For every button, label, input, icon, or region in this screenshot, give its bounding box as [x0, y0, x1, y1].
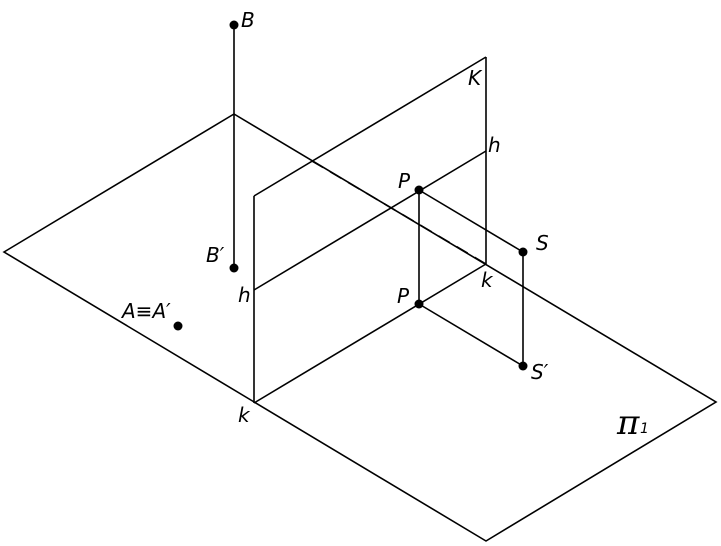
point-s-prime: [518, 361, 528, 371]
point-b-prime: [229, 263, 239, 273]
point-p-top: [414, 185, 424, 195]
label-k-top: K: [468, 66, 483, 90]
label-s: S: [536, 231, 549, 255]
label-k-mid: k: [481, 268, 494, 292]
point-a: [173, 321, 183, 331]
label-h-right: h: [488, 133, 501, 157]
label-s-prime: S′: [531, 360, 549, 384]
label-b: B: [241, 8, 255, 32]
point-s: [518, 247, 528, 257]
hidden-edge-dashed: [311, 160, 487, 265]
point-b: [229, 20, 239, 30]
label-p-bottom: P: [397, 284, 410, 308]
label-pi: π: [616, 403, 640, 443]
label-b-prime: B′: [206, 243, 225, 267]
label-pi-subscript: 1: [640, 421, 649, 437]
trace-line-k: [253, 263, 487, 404]
line-h: [253, 150, 487, 291]
label-p-top: P: [398, 169, 411, 193]
segment-p-s-prime: [418, 303, 524, 367]
segment-p-s: [418, 189, 524, 253]
label-k-bottom: k: [238, 403, 251, 427]
plane-k-top-edge: [253, 56, 487, 197]
label-h-left: h: [238, 283, 251, 307]
label-a-a-prime: A≡A′: [120, 299, 171, 323]
plane-pi1: [2, 113, 718, 542]
point-p-bottom: [414, 299, 424, 309]
